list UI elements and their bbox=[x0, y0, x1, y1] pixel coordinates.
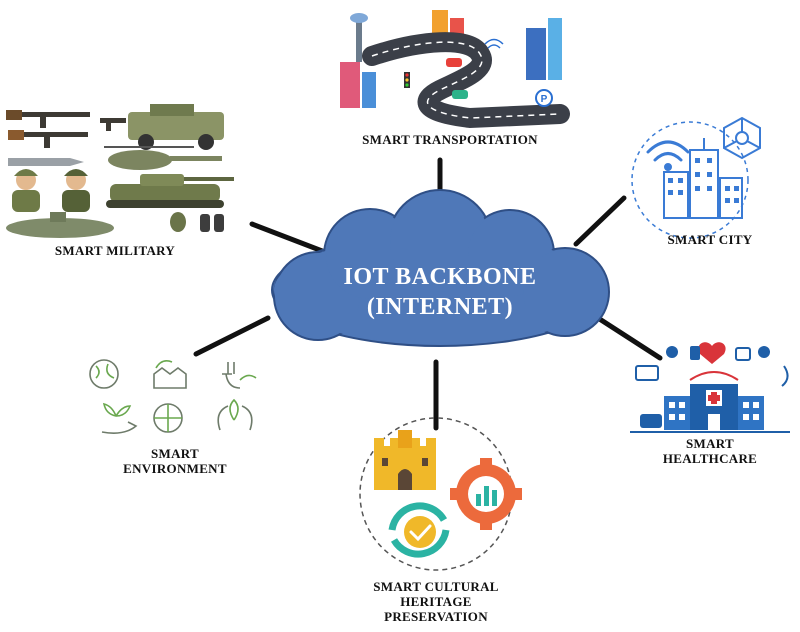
military-illustration bbox=[6, 104, 234, 238]
tank-icon bbox=[106, 174, 234, 208]
label-healthcare-line2: HEALTHCARE bbox=[662, 451, 758, 466]
environment-illustration bbox=[89, 359, 257, 434]
heart-icon bbox=[698, 342, 726, 364]
connector-military bbox=[249, 221, 333, 257]
label-city: SMART CITY bbox=[667, 232, 753, 247]
label-heritage-line1: SMART CULTURAL bbox=[373, 579, 499, 594]
hub-label: IOT BACKBONE (INTERNET) bbox=[270, 262, 610, 322]
plant-icon bbox=[101, 402, 138, 434]
building-icon bbox=[340, 62, 360, 108]
connector-healthcare bbox=[595, 315, 663, 361]
label-environment: SMART ENVIRONMENT bbox=[100, 446, 250, 476]
label-healthcare-line1: SMART bbox=[686, 436, 734, 451]
globe-icon bbox=[89, 359, 119, 389]
hub-label-line2: (INTERNET) bbox=[366, 294, 514, 320]
healthcare-illustration bbox=[630, 342, 790, 433]
label-heritage-line2: HERITAGE bbox=[400, 594, 472, 609]
label-healthcare: SMART HEALTHCARE bbox=[650, 436, 770, 466]
label-transportation: SMART TRANSPORTATION bbox=[362, 132, 538, 147]
wifi-icon bbox=[484, 38, 504, 49]
rifle-icon bbox=[6, 110, 126, 148]
building-icon bbox=[663, 138, 743, 219]
check-icon bbox=[388, 502, 450, 558]
connector-city bbox=[573, 195, 627, 247]
svg-text:P: P bbox=[541, 94, 548, 105]
label-heritage-line3: PRESERVATION bbox=[384, 609, 488, 624]
label-heritage: SMART CULTURAL HERITAGE PRESERVATION bbox=[346, 579, 526, 624]
connector-environment bbox=[193, 315, 271, 357]
cloud-fill bbox=[274, 192, 607, 344]
soldier-icon bbox=[12, 169, 90, 212]
connectors bbox=[193, 157, 663, 431]
label-environment-line2: ENVIRONMENT bbox=[123, 461, 227, 476]
helicopter-icon bbox=[104, 146, 222, 170]
wifi-icon bbox=[646, 140, 690, 171]
network-icon bbox=[723, 116, 761, 160]
hub-label-line1: IOT BACKBONE bbox=[343, 264, 537, 290]
transportation-illustration: P bbox=[330, 4, 570, 130]
label-environment-line1: SMART bbox=[151, 446, 199, 461]
city-illustration bbox=[631, 116, 761, 239]
heritage-illustration bbox=[359, 417, 522, 571]
label-military: SMART MILITARY bbox=[54, 243, 176, 258]
gear-icon bbox=[450, 458, 522, 530]
castle-icon bbox=[374, 430, 436, 490]
hospital-icon bbox=[664, 371, 764, 430]
